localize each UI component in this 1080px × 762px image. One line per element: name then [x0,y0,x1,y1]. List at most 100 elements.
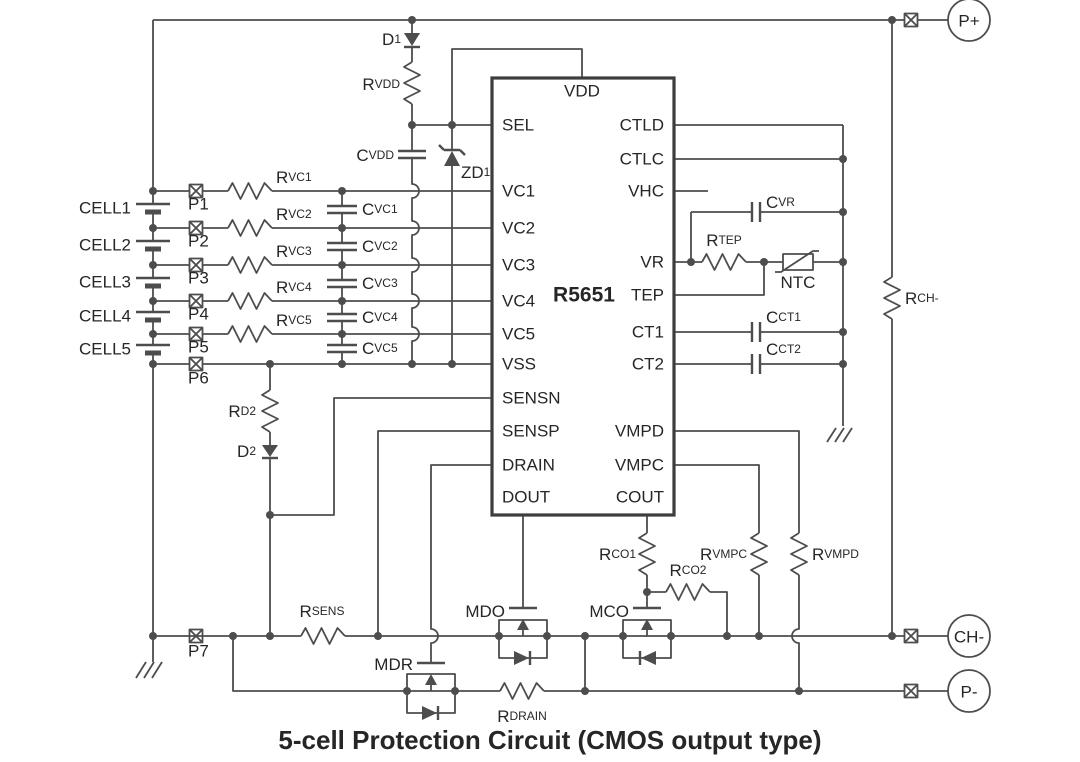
rd2-label: RD2 [228,402,256,421]
rdrain-label: RDRAIN [497,707,547,726]
mosfet-mco [622,606,672,665]
pin-label-vc1: VC1 [502,182,535,201]
terminals: P+ CH- P- [947,0,991,713]
cvdd-capacitor [398,149,426,160]
ground-symbols [135,427,853,679]
p4-label: P4 [188,305,209,324]
mco-body-diode-triangle [641,651,656,665]
pin-label-sensp: SENSP [502,422,560,441]
rco2-resistor [665,583,711,601]
cvc2-capacitor [327,241,357,252]
rvc5-label: RVC5 [276,311,312,330]
ic-name-label: R5651 [553,284,615,307]
cvc3-capacitor [327,278,357,289]
tep-wire [674,262,765,296]
schematic-title: 5-cell Protection Circuit (CMOS output t… [278,725,821,755]
mdo-body-loop [498,636,548,659]
vmpd-wire [674,430,800,691]
pin-label-vmpd: VMPD [615,422,664,441]
cvc1-capacitor [327,204,357,215]
rvc2-label: RVC2 [276,205,312,224]
rvmpd-label: RVMPD [812,545,859,564]
pin-label-vss: VSS [502,355,536,374]
d1-triangle [404,33,420,46]
d2-label: D2 [237,442,256,461]
pin-label-dout: DOUT [502,488,550,507]
rvdd-label: RVDD [362,75,400,94]
pin-label-tep: TEP [631,286,664,305]
cct1-capacitor [750,322,762,342]
zd1-bar [438,144,466,156]
mdr-body-loop [406,691,456,714]
component-labels: D1 RVDD CVDD ZD1 RVC1 RVC2 RVC3 RVC4 RVC… [228,30,938,726]
p7-label: P7 [188,642,209,661]
ntc-thermistor [775,250,819,273]
mco-label: MCO [589,602,629,621]
terminal-chminus-circle [947,614,991,658]
rch-resistor [883,276,901,320]
pin-label-drain: DRAIN [502,456,555,475]
rvc1-resistor [227,182,273,200]
rtep-resistor [701,253,747,271]
resistors [227,61,901,700]
terminal-pminus-label: P- [961,683,978,702]
terminal-pplus-circle [947,0,991,42]
vmpc-wire [674,464,760,636]
rvmpc-label: RVMPC [700,545,747,564]
cell4-label: CELL4 [79,307,131,326]
pin-label-cout: COUT [616,488,664,507]
mdo-label: MDO [465,602,505,621]
rvc3-resistor [227,256,273,274]
cell2-label: CELL2 [79,236,131,255]
cct2-label: CCT2 [766,340,801,359]
rco1-label: RCO1 [599,545,636,564]
vr-cvr-wire [674,211,843,263]
rvdd-resistor [403,61,421,105]
pin-label-sensn: SENSN [502,389,561,408]
terminal-pminus-circle [947,669,991,713]
pad-p3 [188,257,204,273]
rvmpd-resistor [790,532,808,576]
battery-cells [136,202,170,356]
p1-label: P1 [188,195,209,214]
pin-label-sel: SEL [502,116,534,135]
zd1-triangle [444,151,460,166]
pad-p4 [188,293,204,309]
ground-left-icon [135,661,163,679]
rvc4-resistor [227,292,273,310]
pin-label-vc4: VC4 [502,292,535,311]
rsens-resistor [300,627,346,645]
cvdd-hop-wire [411,158,420,364]
cvc2-label: CVC2 [362,237,398,256]
cell-labels: CELL1 CELL2 CELL3 CELL4 CELL5 [79,199,131,359]
ground-right-icon [826,427,853,443]
cell5-label: CELL5 [79,340,131,359]
zd1-label: ZD1 [461,163,491,182]
mco-body-loop [622,636,672,659]
pin-label-vhc: VHC [628,182,664,201]
rd2-resistor [261,389,279,433]
pad-connectors [188,12,919,699]
pminus-rail-wire [232,636,948,692]
pad-p5 [188,326,204,342]
pin-label-ct2: CT2 [632,355,664,374]
junction-dots [149,16,896,695]
p3-label: P3 [188,269,209,288]
cvc3-label: CVC3 [362,274,398,293]
pad-p1 [188,183,204,199]
pin-label-vc5: VC5 [502,325,535,344]
cell3-label: CELL3 [79,273,131,292]
pin-label-vdd: VDD [564,82,600,101]
rdrain-resistor [499,682,545,700]
capacitors [327,149,762,374]
rch-label: RCH- [905,289,939,308]
d1-label: D1 [382,30,401,49]
mdr-body-diode-triangle [422,706,437,720]
mdo-body-diode-triangle [514,651,529,665]
pin-label-vc3: VC3 [502,256,535,275]
cvc5-label: CVC5 [362,339,398,358]
ic-body [490,76,676,517]
pad-chminus [903,628,919,644]
ntc-body [782,253,814,271]
